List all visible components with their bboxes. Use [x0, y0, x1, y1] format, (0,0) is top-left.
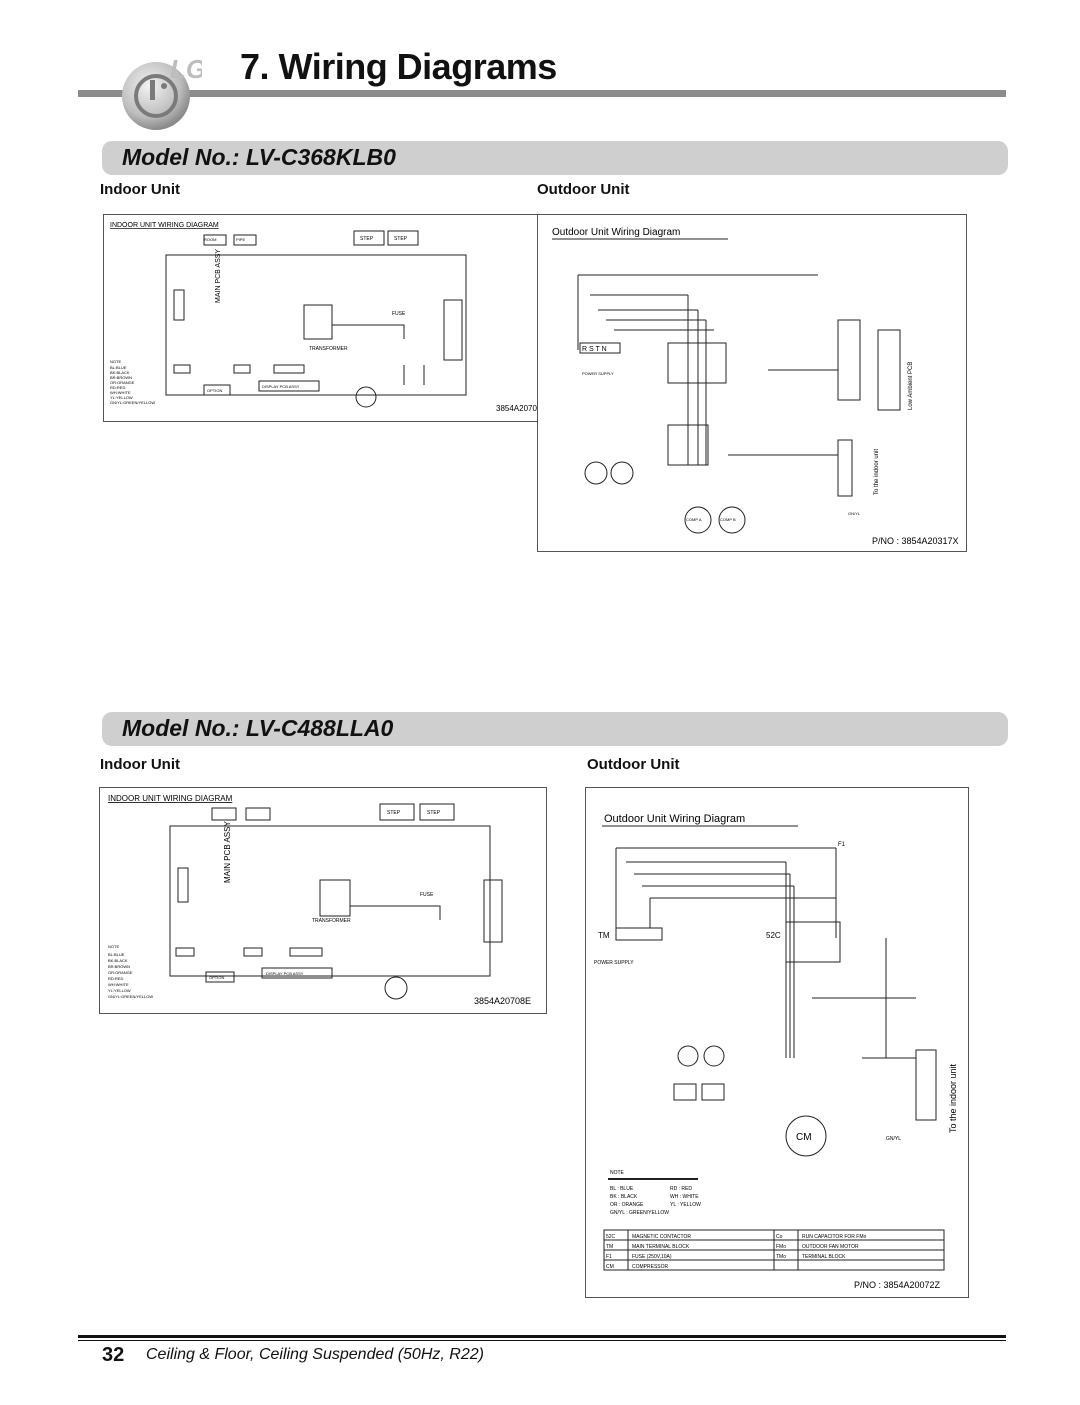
- svg-text:OPTION: OPTION: [207, 388, 222, 393]
- page-number: 32: [102, 1344, 125, 1366]
- svg-text:RD : RED: RD : RED: [670, 1186, 692, 1192]
- svg-text:BL:BLUE: BL:BLUE: [108, 952, 125, 957]
- svg-text:P/NO : 3854A20072Z: P/NO : 3854A20072Z: [854, 1280, 941, 1290]
- outdoor-wiring-diagram-2: Outdoor Unit Wiring Diagram F1 TM 52C PO…: [585, 787, 969, 1298]
- svg-text:INDOOR UNIT WIRING DIAGRAM: INDOOR UNIT WIRING DIAGRAM: [108, 794, 233, 803]
- svg-text:TM: TM: [598, 931, 610, 940]
- svg-text:TM: TM: [606, 1244, 613, 1250]
- page-title: 7. Wiring Diagrams: [240, 46, 557, 87]
- svg-text:3854A20708E: 3854A20708E: [496, 404, 547, 413]
- svg-text:To the indoor unit: To the indoor unit: [874, 449, 880, 495]
- svg-text:52C: 52C: [606, 1234, 616, 1240]
- svg-text:BL:BLUE: BL:BLUE: [110, 365, 127, 370]
- svg-text:F1: F1: [606, 1254, 612, 1260]
- model-title-2: Model No.: LV-C488LLA0: [122, 715, 394, 741]
- svg-text:PIPE: PIPE: [236, 237, 245, 242]
- svg-text:LG: LG: [170, 54, 202, 84]
- svg-text:WH:WHITE: WH:WHITE: [108, 982, 129, 987]
- svg-text:Co: Co: [776, 1234, 783, 1240]
- svg-text:FUSE: FUSE: [392, 311, 406, 317]
- svg-text:TMo: TMo: [776, 1254, 786, 1260]
- indoor-unit-label-1: Indoor Unit: [100, 181, 180, 198]
- svg-text:RUN CAPACITOR FOR FMo: RUN CAPACITOR FOR FMo: [802, 1234, 866, 1240]
- svg-text:COMP B: COMP B: [720, 517, 736, 522]
- svg-text:YL : YELLOW: YL : YELLOW: [670, 1202, 701, 1208]
- svg-text:FMo: FMo: [776, 1244, 786, 1250]
- svg-text:TRANSFORMER: TRANSFORMER: [312, 918, 351, 924]
- svg-text:Low Ambient PCB: Low Ambient PCB: [908, 362, 914, 410]
- svg-text:YL:YELLOW: YL:YELLOW: [110, 395, 133, 400]
- svg-text:POWER SUPPLY: POWER SUPPLY: [582, 371, 614, 376]
- svg-text:OPTION: OPTION: [209, 975, 224, 980]
- svg-text:YL:YELLOW: YL:YELLOW: [108, 988, 131, 993]
- svg-text:To the indoor unit: To the indoor unit: [948, 1063, 958, 1133]
- footer-text: Ceiling & Floor, Ceiling Suspended (50Hz…: [146, 1346, 484, 1363]
- outdoor-unit-label-2: Outdoor Unit: [587, 756, 680, 773]
- outdoor-unit-label-1: Outdoor Unit: [537, 181, 630, 198]
- lg-logo-icon: LG: [120, 52, 206, 134]
- svg-text:WH : WHITE: WH : WHITE: [670, 1194, 699, 1200]
- svg-text:INDOOR UNIT WIRING DIAGRAM: INDOOR UNIT WIRING DIAGRAM: [110, 222, 219, 229]
- svg-text:RD:RED: RD:RED: [110, 385, 125, 390]
- model-title-1: Model No.: LV-C368KLB0: [122, 144, 396, 170]
- svg-text:GN/YL: GN/YL: [886, 1136, 901, 1142]
- svg-text:STEP: STEP: [360, 236, 374, 242]
- svg-text:P/NO : 3854A20317X: P/NO : 3854A20317X: [872, 536, 959, 546]
- svg-text:MAIN PCB ASSY: MAIN PCB ASSY: [215, 249, 222, 303]
- svg-text:STEP: STEP: [394, 236, 408, 242]
- model-bar-2: Model No.: LV-C488LLA0: [102, 712, 1008, 746]
- svg-text:CM: CM: [606, 1264, 614, 1270]
- indoor-unit-label-2: Indoor Unit: [100, 756, 180, 773]
- footer-rule-thin: [78, 1340, 1006, 1341]
- svg-text:BK : BLACK: BK : BLACK: [610, 1194, 638, 1200]
- svg-text:ROOM: ROOM: [204, 237, 216, 242]
- svg-text:Outdoor Unit Wiring Diagram: Outdoor Unit Wiring Diagram: [552, 227, 680, 238]
- svg-text:WH:WHITE: WH:WHITE: [110, 390, 131, 395]
- svg-text:GN/YL:GREEN/YELLOW: GN/YL:GREEN/YELLOW: [108, 994, 153, 999]
- svg-text:STEP: STEP: [387, 810, 401, 816]
- outdoor-wiring-diagram-1: Outdoor Unit Wiring Diagram R S T N POWE…: [537, 214, 967, 552]
- svg-text:R S T N: R S T N: [582, 346, 607, 353]
- header-rule: [78, 90, 1006, 97]
- svg-text:OUTDOOR FAN MOTOR: OUTDOOR FAN MOTOR: [802, 1244, 859, 1250]
- svg-text:GN/YL : GREEN/YELLOW: GN/YL : GREEN/YELLOW: [610, 1210, 669, 1216]
- indoor-wiring-diagram-2: INDOOR UNIT WIRING DIAGRAM STEP STEP MAI…: [99, 787, 547, 1014]
- svg-text:BR:BROWN: BR:BROWN: [108, 964, 130, 969]
- svg-text:OR : ORANGE: OR : ORANGE: [610, 1202, 644, 1208]
- svg-text:CM: CM: [796, 1132, 812, 1143]
- svg-text:POWER SUPPLY: POWER SUPPLY: [594, 960, 634, 966]
- svg-text:TERMINAL BLOCK: TERMINAL BLOCK: [802, 1254, 846, 1260]
- svg-text:MAIN PCB ASSY: MAIN PCB ASSY: [223, 821, 232, 883]
- svg-text:MAGNETIC CONTACTOR: MAGNETIC CONTACTOR: [632, 1234, 691, 1240]
- svg-text:NOTE: NOTE: [610, 1170, 625, 1176]
- svg-text:BL : BLUE: BL : BLUE: [610, 1186, 634, 1192]
- svg-text:BK:BLACK: BK:BLACK: [108, 958, 128, 963]
- svg-text:FUSE: FUSE: [420, 892, 434, 898]
- svg-text:52C: 52C: [766, 931, 781, 940]
- svg-text:BR:BROWN: BR:BROWN: [110, 375, 132, 380]
- svg-text:TRANSFORMER: TRANSFORMER: [309, 346, 348, 352]
- svg-text:3854A20708E: 3854A20708E: [474, 996, 531, 1006]
- svg-text:RD:RED: RD:RED: [108, 976, 123, 981]
- svg-text:NOTE: NOTE: [108, 944, 119, 949]
- svg-text:OR:ORANGE: OR:ORANGE: [110, 380, 135, 385]
- svg-text:GN/YL: GN/YL: [848, 511, 861, 516]
- svg-text:F1: F1: [838, 842, 846, 848]
- svg-text:COMPRESSOR: COMPRESSOR: [632, 1264, 669, 1270]
- svg-text:MAIN TERMINAL BLOCK: MAIN TERMINAL BLOCK: [632, 1244, 690, 1250]
- svg-text:DISPLAY PCB ASSY: DISPLAY PCB ASSY: [262, 384, 300, 389]
- svg-text:BK:BLACK: BK:BLACK: [110, 370, 130, 375]
- indoor-wiring-diagram-1: INDOOR UNIT WIRING DIAGRAM ROOM PIPE STEP…: [103, 214, 549, 422]
- svg-text:STEP: STEP: [427, 810, 441, 816]
- model-bar-1: Model No.: LV-C368KLB0: [102, 141, 1008, 175]
- footer-rule: [78, 1335, 1006, 1338]
- svg-text:OR:ORANGE: OR:ORANGE: [108, 970, 133, 975]
- svg-text:GN/YL:GREEN/YELLOW: GN/YL:GREEN/YELLOW: [110, 400, 155, 405]
- svg-text:Outdoor Unit Wiring Diagram: Outdoor Unit Wiring Diagram: [604, 813, 745, 825]
- svg-text:FUSE (250V,10A): FUSE (250V,10A): [632, 1254, 672, 1260]
- svg-text:DISPLAY PCB ASSY: DISPLAY PCB ASSY: [266, 971, 304, 976]
- svg-text:COMP A: COMP A: [686, 517, 702, 522]
- svg-text:NOTE: NOTE: [110, 359, 121, 364]
